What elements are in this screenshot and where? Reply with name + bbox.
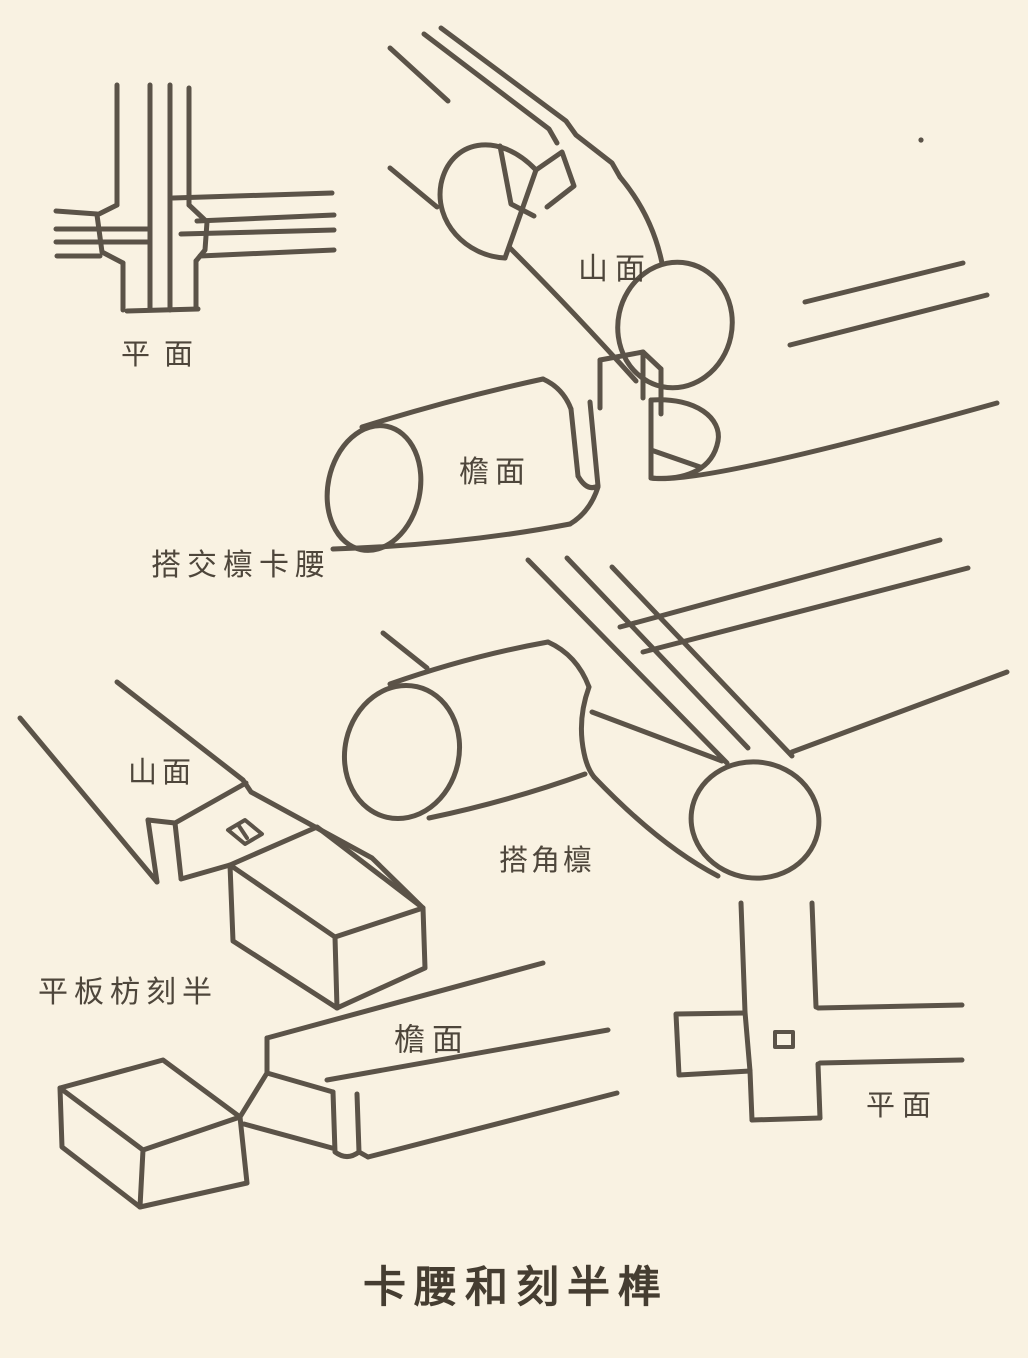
label-plan-view-bottom: 平面 (865, 1088, 939, 1122)
figure-eave-beam-drawing (57, 960, 620, 1210)
long-rail-lines (617, 537, 1010, 755)
figure-corner-purlin-drawing (341, 555, 822, 881)
label-crossed-purlin-joint: 搭交檩卡腰 (151, 548, 331, 583)
label-gable-face-purlin: 山面 (578, 252, 652, 287)
label-plan-view-top: 平面 (120, 337, 208, 371)
figure-plan-bottom-right-drawing (673, 900, 965, 1123)
figure-gable-purlin-drawing (387, 25, 990, 391)
label-gable-face-board: 山面 (127, 755, 197, 789)
stray-ink-dot (918, 137, 924, 143)
label-eave-face-beam: 檐面 (394, 1022, 470, 1059)
figure-eave-purlin-drawing (324, 349, 1000, 553)
label-flat-board-half-cut: 平板枋刻半 (38, 975, 218, 1010)
page-title: 卡腰和刻半榫 (363, 1263, 669, 1313)
label-corner-purlin: 搭角檩 (498, 843, 596, 877)
figure-plan-top-left-drawing (53, 82, 337, 314)
mortise-hole (773, 1030, 795, 1049)
figure-flat-board-drawing (17, 679, 428, 1011)
label-eave-face-purlin: 檐面 (459, 455, 531, 490)
mortise-hole (226, 818, 264, 846)
